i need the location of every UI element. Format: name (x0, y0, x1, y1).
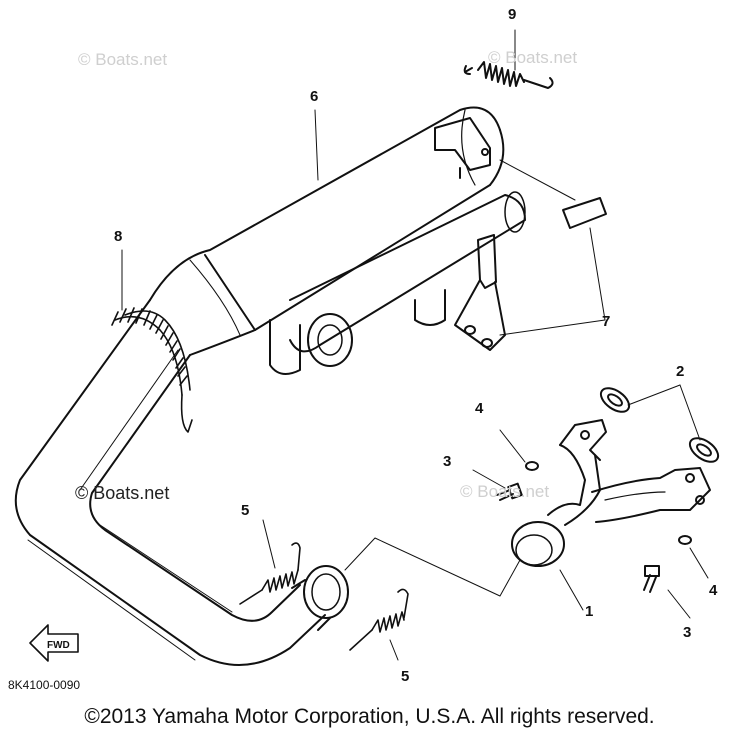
callout-1: 1 (585, 603, 594, 620)
fwd-arrow-icon: FWD (29, 624, 79, 662)
washer-right (678, 535, 692, 545)
callout-5: 5 (241, 502, 250, 519)
copyright-notice: ©2013 Yamaha Motor Corporation, U.S.A. A… (84, 705, 655, 728)
spring-top (463, 61, 554, 89)
spring-middle (239, 542, 301, 605)
callout-8: 8 (114, 228, 123, 245)
bolt-left (496, 482, 523, 501)
exhaust-pipe (14, 299, 326, 666)
muffler (149, 106, 526, 375)
callout-6: 6 (310, 88, 319, 105)
leader-lines (121, 29, 709, 661)
callout-3: 3 (443, 453, 452, 470)
callout-4: 4 (475, 400, 484, 417)
pipe-outlet (291, 565, 349, 631)
gasket-lower (688, 437, 720, 463)
bracket-lower (454, 234, 506, 351)
bolt-right (643, 565, 660, 593)
watermark: © Boats.net (488, 48, 578, 67)
watermark: © Boats.net (460, 482, 550, 501)
part-code: 8K4100-0090 (8, 678, 81, 692)
manifold (511, 419, 711, 567)
watermark: © Boats.net (75, 483, 170, 503)
callout-3: 3 (683, 624, 692, 641)
callout-9: 9 (508, 6, 517, 23)
washer-left (525, 461, 539, 471)
callout-4: 4 (709, 582, 718, 599)
callout-2: 2 (676, 363, 685, 380)
bracket-top (434, 117, 491, 179)
spring-bottom (349, 588, 409, 651)
callout-7: 7 (602, 313, 611, 330)
watermark: © Boats.net (78, 50, 168, 69)
rubber-pad (562, 197, 607, 229)
callout-5: 5 (401, 668, 410, 685)
band-coil (111, 307, 193, 433)
gasket-upper (599, 387, 631, 413)
fwd-label: FWD (47, 640, 70, 651)
